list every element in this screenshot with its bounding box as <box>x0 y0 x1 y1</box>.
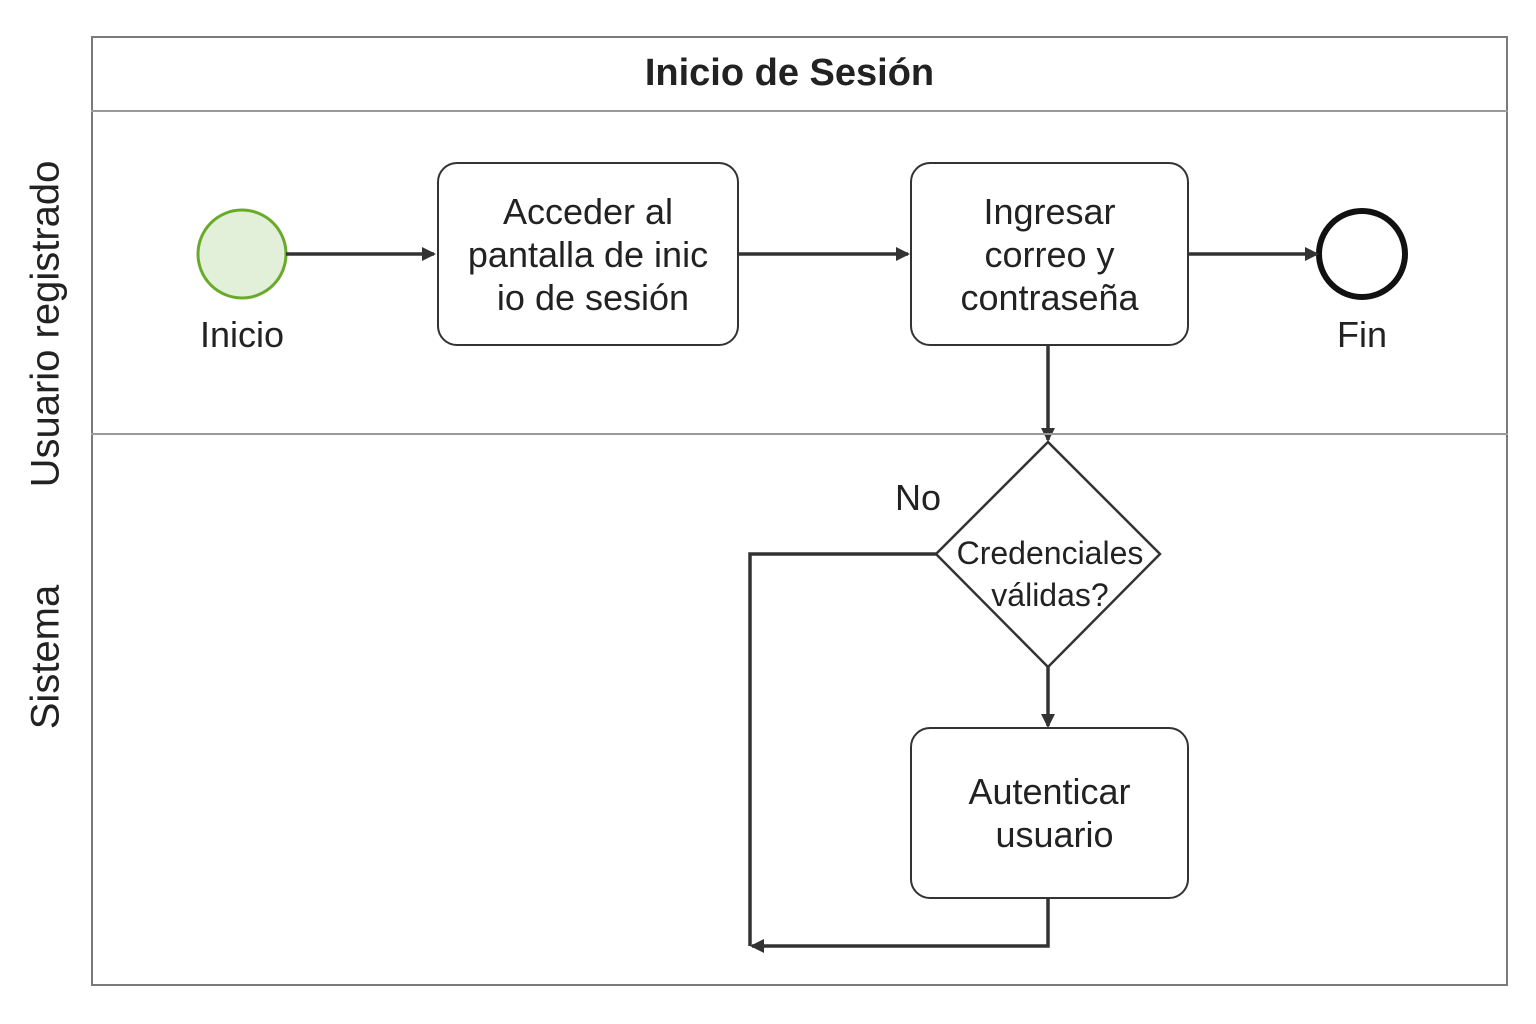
task-authenticate-user[interactable]: Autenticar usuario <box>910 727 1189 899</box>
end-event-label: Fin <box>1336 314 1388 355</box>
end-event[interactable] <box>1316 208 1408 300</box>
start-event-label: Inicio <box>199 314 285 355</box>
lane-label-user: Usuario registrado <box>23 160 68 488</box>
task-access-login-screen[interactable]: Acceder al pantalla de inic io de sesión <box>437 162 739 346</box>
task-enter-label: Ingresar correo y contraseña <box>960 190 1139 318</box>
lane-divider <box>91 433 1508 435</box>
task-auth-label: Autenticar usuario <box>968 771 1131 855</box>
flow-gateway-no-loop <box>748 552 936 946</box>
flow-auth-to-merge <box>750 897 1050 953</box>
pool-title: Inicio de Sesión <box>644 51 935 94</box>
gateway-no-label: No <box>895 477 942 518</box>
task-enter-credentials[interactable]: Ingresar correo y contraseña <box>910 162 1189 346</box>
pool-header: Inicio de Sesión <box>91 36 1508 112</box>
pool-frame <box>91 36 1508 986</box>
gateway-label: Credenciales válidas? <box>956 535 1144 613</box>
lane-label-system: Sistema <box>23 584 68 730</box>
task-access-label: Acceder al pantalla de inic io de sesión <box>467 190 709 318</box>
